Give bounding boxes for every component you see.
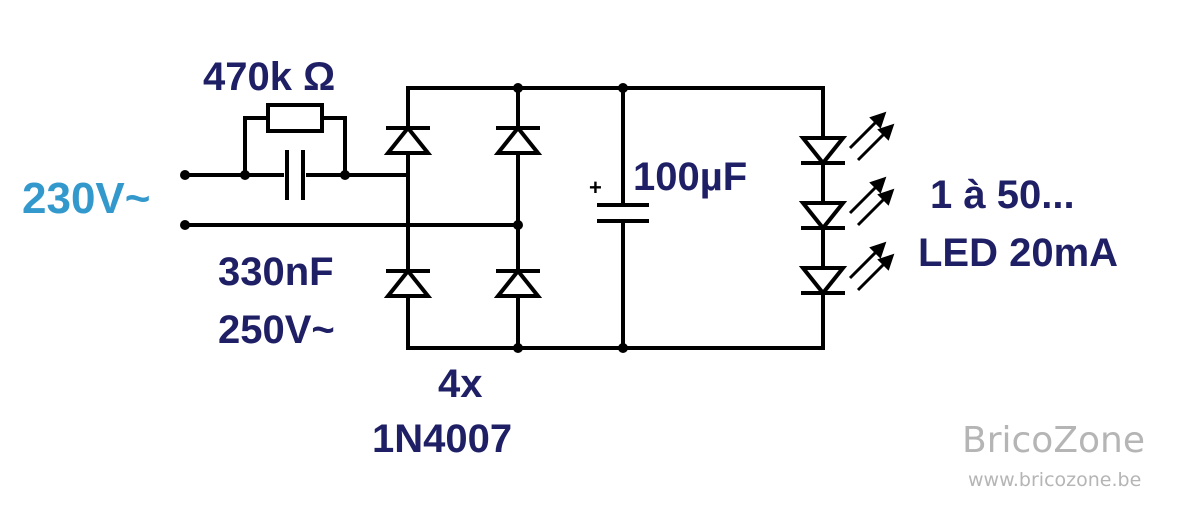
- junction-dot: [240, 170, 250, 180]
- resistor-symbol: [266, 103, 324, 133]
- led-symbol: [798, 201, 848, 232]
- led-string: [798, 136, 848, 297]
- junction-dot: [180, 220, 190, 230]
- junctions: [180, 83, 628, 353]
- capacitor-voltage-label: 250V~: [218, 308, 335, 352]
- junction-dot: [513, 220, 523, 230]
- watermark: BricoZone www.bricozone.be: [962, 420, 1145, 491]
- watermark-url: www.bricozone.be: [968, 469, 1141, 491]
- light-arrows: [848, 111, 895, 292]
- watermark-brand: BricoZone: [962, 420, 1145, 461]
- labels: 230V~ 470k Ω 330nF 250V~ 4x 1N4007 100µF…: [22, 55, 1118, 461]
- led-symbol: [798, 136, 848, 167]
- source-voltage-label: 230V~: [22, 174, 150, 223]
- capacitor-polarity-mark: +: [589, 175, 602, 200]
- bridge-diodes: [383, 124, 543, 298]
- junction-dot: [180, 170, 190, 180]
- filter-capacitor-symbol: [597, 203, 649, 223]
- filter-cap-value-label: 100µF: [633, 155, 747, 199]
- junction-dot: [618, 83, 628, 93]
- junction-dot: [513, 83, 523, 93]
- led-count-label: 1 à 50...: [930, 173, 1075, 217]
- led-symbol: [798, 266, 848, 297]
- diode-symbol: [493, 124, 543, 155]
- diode-symbol: [383, 267, 433, 298]
- junction-dot: [618, 343, 628, 353]
- diode-part-label: 1N4007: [372, 417, 512, 461]
- junction-dot: [340, 170, 350, 180]
- junction-dot: [513, 343, 523, 353]
- resistor-value-label: 470k Ω: [203, 55, 335, 99]
- diode-symbol: [493, 267, 543, 298]
- arrow-icon: [848, 111, 895, 162]
- arrow-icon: [848, 241, 895, 292]
- diode-count-label: 4x: [438, 362, 483, 406]
- capacitor-value-label: 330nF: [218, 250, 334, 294]
- input-capacitor-symbol: [284, 150, 306, 200]
- arrow-icon: [848, 176, 895, 227]
- led-current-label: LED 20mA: [918, 231, 1118, 275]
- diode-symbol: [383, 124, 433, 155]
